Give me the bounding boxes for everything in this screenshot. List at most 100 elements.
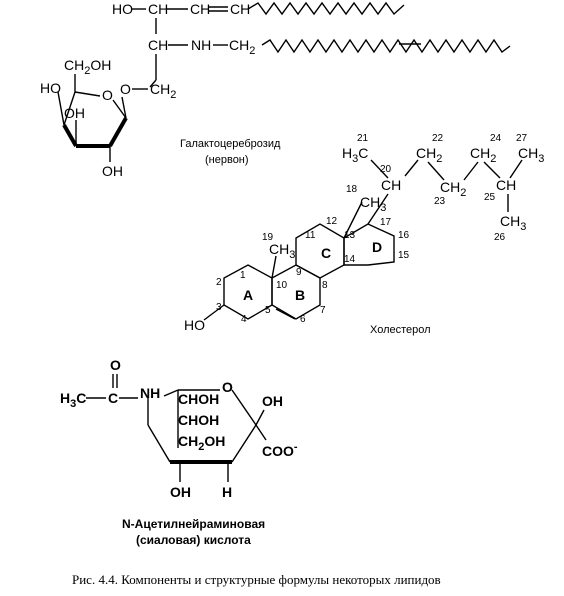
atom-number-7: 7 (320, 305, 326, 316)
ch-eq-label: CH (190, 1, 210, 17)
bond-c13-c18 (343, 201, 363, 239)
cholesterol-name: Холестерол (370, 324, 431, 336)
c-acyl-label: C (108, 390, 118, 406)
ring-bold-c4-c3 (62, 124, 78, 147)
atom-number-22: 22 (432, 133, 444, 144)
ring-letter-b: B (295, 287, 305, 303)
bond-nh-c5 (163, 389, 179, 397)
atom-number-18: 18 (346, 184, 358, 195)
ch2-n-label: CH2 (229, 37, 255, 57)
o-link-label: O (120, 81, 131, 97)
ch-25-label: CH (496, 177, 516, 193)
ring-letter-a: A (243, 287, 253, 303)
ch2-link-label: CH2 (150, 81, 176, 101)
cholesterol-ho-label: HO (184, 317, 205, 333)
atom-number-5: 5 (265, 305, 271, 316)
atom-number-2: 2 (216, 277, 222, 288)
atom-number-27: 27 (516, 133, 528, 144)
atom-number-21: 21 (357, 133, 369, 144)
ring-bond-c5-c4 (63, 91, 76, 126)
sialic-acid-structure: O H3C C NH O CHOH CHOH CH2OH OH COO- OH … (60, 357, 298, 547)
atom-number-1: 1 (240, 270, 246, 281)
bond-c3-oh (203, 304, 225, 321)
atom-number-26: 26 (494, 232, 506, 243)
choh-1-label: CHOH (178, 391, 219, 407)
ch2oh-label: CH2OH (64, 57, 111, 77)
bond-backbone-3 (149, 79, 157, 88)
ch-top-label: CH (148, 1, 168, 17)
o-carbonyl-label: O (110, 357, 121, 373)
atom-number-10: 10 (276, 280, 288, 291)
ch2-22-label: CH2 (416, 145, 442, 165)
atom-number-23: 23 (434, 196, 446, 207)
nervon-name: (нервон) (205, 154, 249, 166)
oh-anomeric-label: OH (262, 393, 283, 409)
atom-number-8: 8 (322, 280, 328, 291)
galactocerebroside-structure: HO CH CH CH CH NH CH2 CH2 O CH2OH O (40, 1, 511, 179)
coo-label: COO- (262, 441, 298, 459)
ring-bond-c3-c2 (231, 424, 257, 463)
ho-top-label: HO (112, 1, 133, 17)
bond-c22-c23 (427, 161, 445, 181)
ch2oh-label: CH2OH (178, 433, 225, 453)
ch3-26-label: CH3 (500, 213, 526, 233)
galactocerebroside-name: Галактоцереброзид (180, 138, 281, 150)
ring-bold-c2-c1 (108, 117, 128, 147)
ch-eq2-label: CH (230, 1, 250, 17)
bond-c25-c27 (509, 159, 523, 179)
atom-number-24: 24 (490, 133, 502, 144)
atom-number-15: 15 (398, 250, 410, 261)
h3c-21-label: H3C (342, 145, 368, 165)
bond-c10-c19 (271, 255, 277, 279)
atom-number-25: 25 (484, 192, 496, 203)
ring-letter-c: C (321, 245, 331, 261)
ch3-19-label: CH3 (269, 241, 295, 261)
ring-bond-o-c2 (231, 389, 257, 426)
atom-number-12: 12 (326, 216, 338, 227)
ring-c (295, 223, 345, 279)
bond-c2-oh (255, 409, 265, 426)
atom-number-14: 14 (344, 254, 356, 265)
atom-number-6: 6 (300, 314, 306, 325)
ring-bond-c5-o (74, 91, 101, 97)
double-bond-5-6 (275, 308, 296, 320)
oh-bottom-label: OH (170, 484, 191, 500)
h3c-label: H3C (60, 390, 86, 410)
bond-ho-c4 (57, 91, 65, 126)
atom-number-17: 17 (380, 217, 392, 228)
cholesterol-structure: HO CH3 CH3 CH H3C CH2 CH2 CH2 CH CH3 CH3… (184, 133, 544, 336)
atom-number-3: 3 (216, 302, 222, 313)
ch-nh-label: CH (148, 37, 168, 53)
oh-ring-bottom-label: OH (102, 163, 123, 179)
atom-number-13: 13 (344, 230, 356, 241)
nh-label: NH (140, 385, 160, 401)
ch-20-label: CH (381, 177, 401, 193)
ho-ring-label: HO (40, 80, 61, 96)
atom-number-9: 9 (296, 267, 302, 278)
atom-number-4: 4 (241, 314, 247, 325)
o-ring-label: O (102, 87, 113, 103)
nervonic-chain (261, 38, 511, 54)
ch3-27-label: CH3 (518, 145, 544, 165)
bond-c24-c25 (483, 161, 501, 179)
sialic-name-2: (сиаловая) кислота (136, 533, 251, 547)
h-bottom-label: H (222, 484, 232, 500)
nh-label: NH (191, 37, 211, 53)
ring-letter-d: D (372, 239, 382, 255)
o-ring-label: O (222, 379, 233, 395)
bond-c1-olink (121, 96, 127, 119)
bond-c23-c24 (463, 161, 479, 181)
bond-c20-c22 (404, 159, 419, 177)
atom-number-16: 16 (398, 230, 410, 241)
atom-number-11: 11 (305, 230, 316, 241)
ch2-24-label: CH2 (470, 145, 496, 165)
ch2-23-label: CH2 (440, 179, 466, 199)
atom-number-19: 19 (262, 232, 274, 243)
sialic-name-1: N-Ацетилнейраминовая (122, 517, 265, 531)
sphingosine-chain (247, 1, 405, 16)
bond-c17-c20 (367, 193, 389, 225)
ch3-18-label: CH3 (360, 194, 386, 214)
atom-number-20: 20 (380, 164, 392, 175)
choh-2-label: CHOH (178, 412, 219, 428)
